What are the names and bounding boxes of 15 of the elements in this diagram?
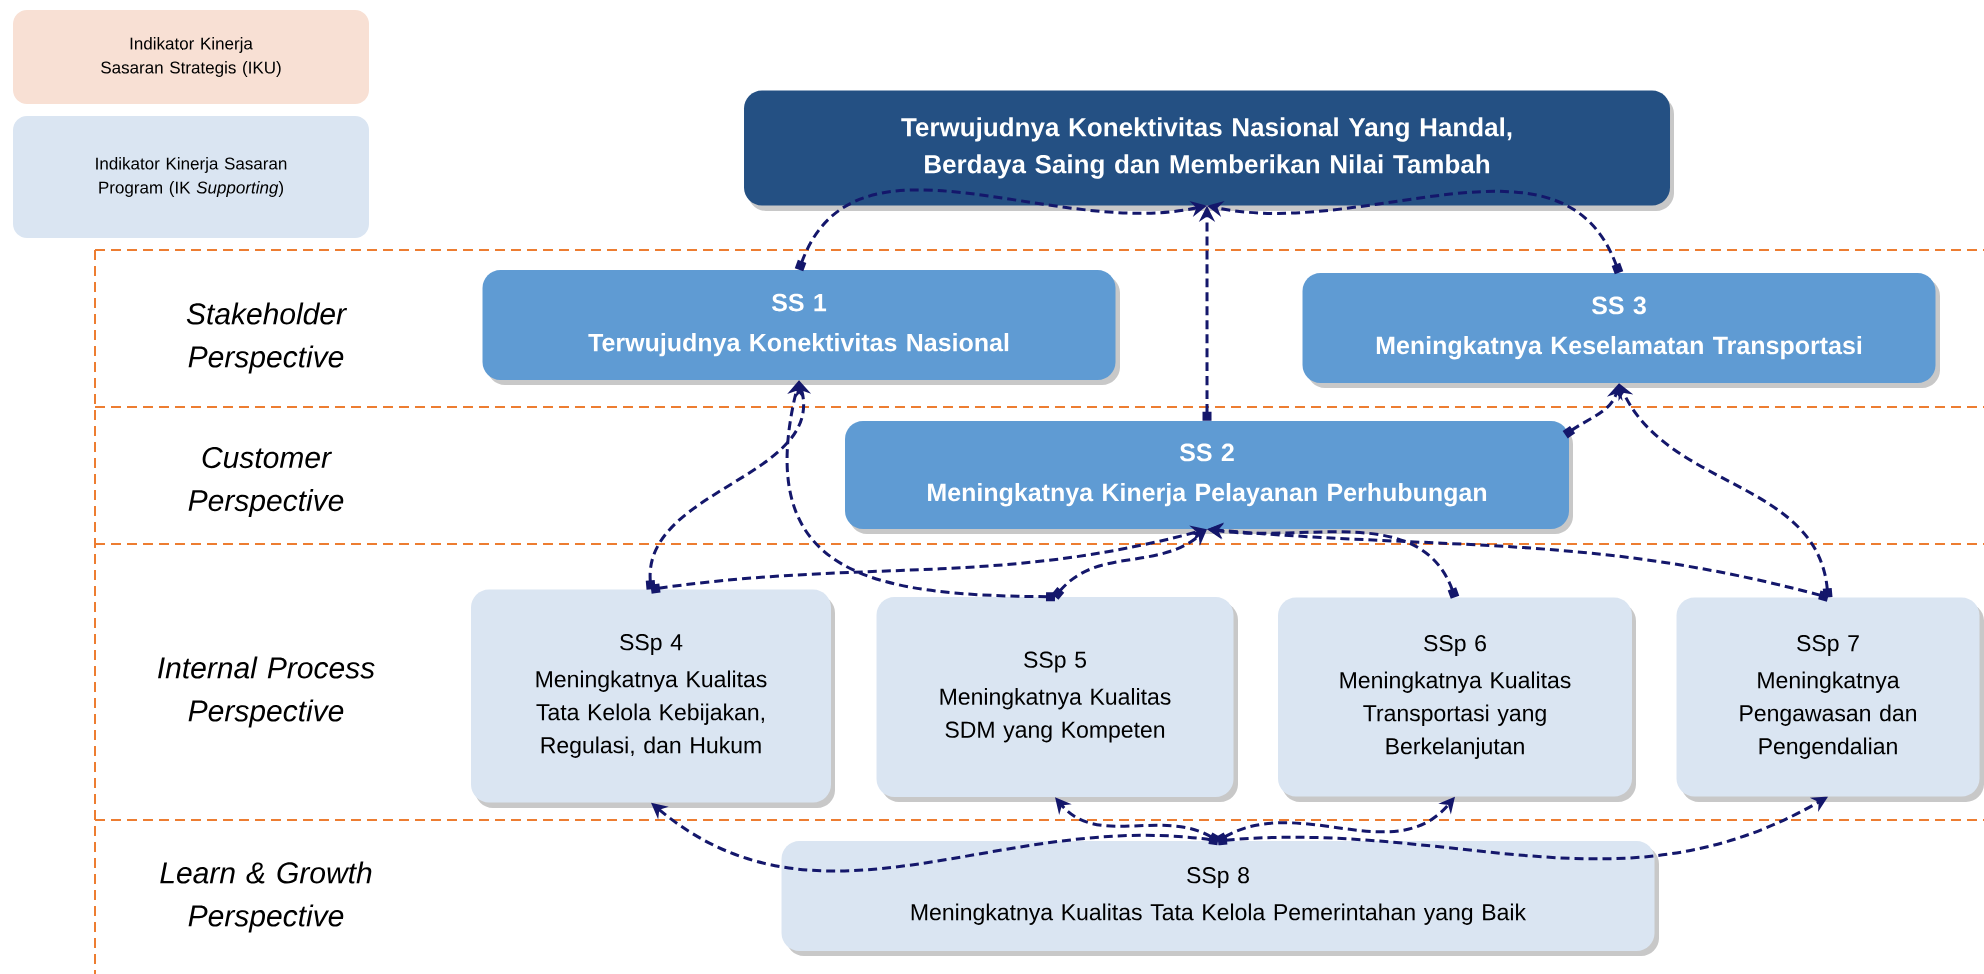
objective-box: SS 2 Meningkatnya Kinerja Pelayanan Perhubungan bbox=[845, 421, 1569, 529]
perspective-label: Stakeholder Perspective bbox=[186, 302, 348, 374]
objective-box: SS 1 Terwujudnya Konektivitas Nasional bbox=[482, 270, 1116, 380]
perspective-label: Customer Perspective bbox=[188, 446, 344, 518]
objective-box: SSp 7 Meningkatnya Pengawasan dan Pengendalian bbox=[1676, 597, 1980, 797]
objective-box: SS 3 Meningkatnya Keselamatan Transportasi bbox=[1302, 273, 1936, 383]
goal-box: Terwujudnya Konektivitas Nasional Yang Handal, Berdaya Saing dan Memberikan Nilai Tambah bbox=[744, 90, 1670, 206]
objective-box: SSp 6 Meningkatnya Kualitas Transportasi yang Berkelanjutan bbox=[1278, 597, 1632, 797]
perspective-label: Learn & Growth Perspective bbox=[160, 861, 372, 933]
objective-box: SSp 4 Meningkatnya Kualitas Tata Kelola Kebijakan, Regulasi, dan Hukum bbox=[471, 589, 831, 803]
legend-text: Indikator Kinerja Sasaran Program (IK Supporting) bbox=[96, 157, 287, 197]
legend-text: Indikator Kinerja Sasaran Strategis (IKU) bbox=[101, 37, 281, 77]
objective-box: SSp 8 Meningkatnya Kualitas Tata Kelola Pemerintahan yang Baik bbox=[781, 841, 1655, 951]
perspective-label: Internal Process Perspective bbox=[158, 656, 375, 728]
objective-box: SSp 5 Meningkatnya Kualitas SDM yang Kompeten bbox=[876, 597, 1234, 797]
